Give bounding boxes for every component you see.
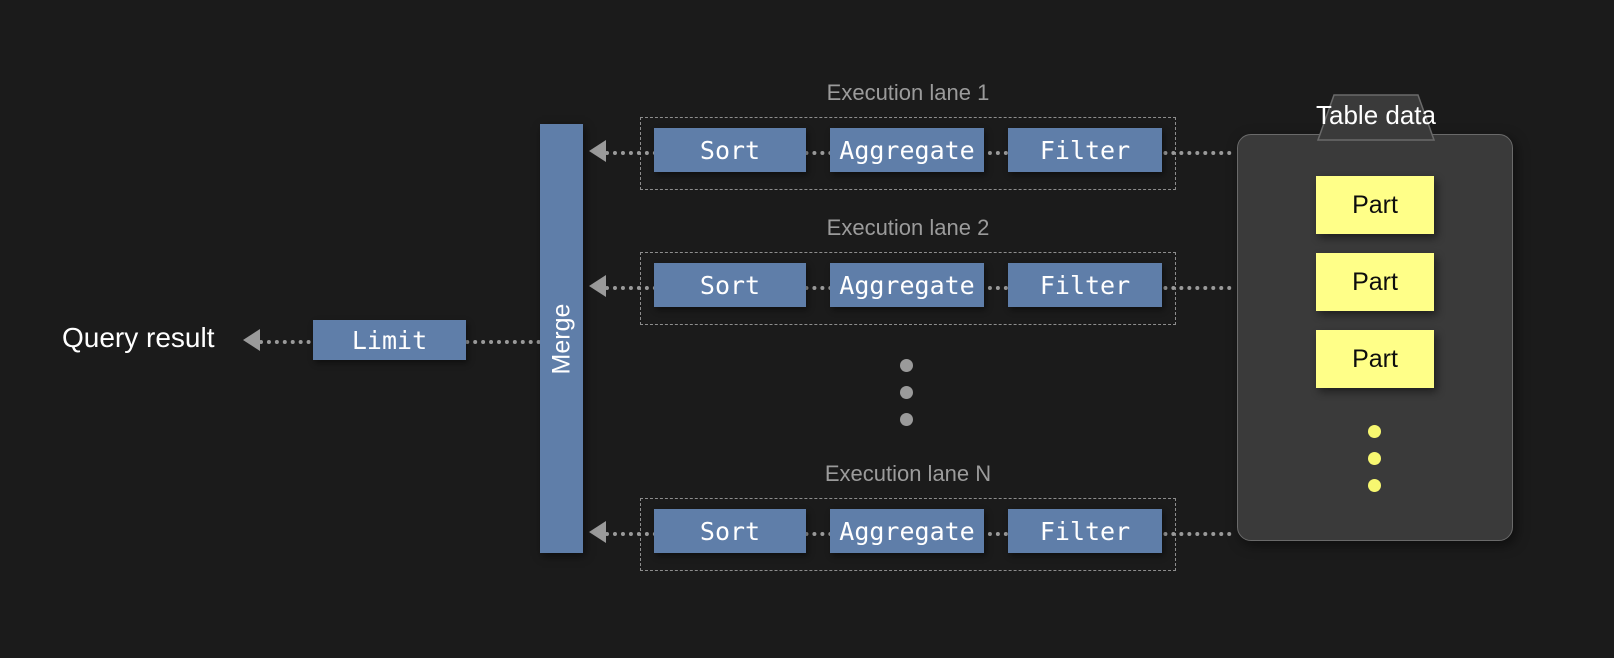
part-box-3-label: Part bbox=[1352, 344, 1398, 373]
node-lane-2-filter[interactable]: Filter bbox=[1008, 263, 1162, 307]
lane-ellipsis-dot-1 bbox=[900, 359, 913, 372]
lane-ellipsis-dot-3 bbox=[900, 413, 913, 426]
part-ellipsis-dot-2 bbox=[1368, 452, 1381, 465]
query-result-label: Query result bbox=[62, 322, 215, 353]
node-lane-n-sort[interactable]: Sort bbox=[654, 509, 806, 553]
node-limit-label: Limit bbox=[351, 325, 428, 355]
node-lane-n-filter[interactable]: Filter bbox=[1008, 509, 1162, 553]
node-merge[interactable]: Merge bbox=[540, 124, 583, 553]
node-lane-1-aggregate-label: Aggregate bbox=[839, 135, 975, 165]
lane-label-n: Execution lane N bbox=[824, 461, 992, 486]
node-lane-2-sort[interactable]: Sort bbox=[654, 263, 806, 307]
arrow-lane-n-to-merge-icon bbox=[589, 521, 606, 543]
part-box-1-label: Part bbox=[1352, 190, 1398, 219]
part-ellipsis-dot-1 bbox=[1368, 425, 1381, 438]
arrow-lane-1-to-merge-icon bbox=[589, 140, 606, 162]
node-limit[interactable]: Limit bbox=[313, 320, 466, 360]
part-box-2[interactable]: Part bbox=[1316, 253, 1434, 311]
node-lane-1-filter-label: Filter bbox=[1039, 135, 1131, 165]
node-lane-2-aggregate-label: Aggregate bbox=[839, 270, 975, 300]
arrow-lane-2-to-merge-icon bbox=[589, 275, 606, 297]
lane-label-1: Execution lane 1 bbox=[826, 80, 990, 105]
node-lane-n-aggregate[interactable]: Aggregate bbox=[830, 509, 984, 553]
table-data-tab-shape-icon bbox=[1316, 94, 1436, 141]
node-lane-n-sort-label: Sort bbox=[699, 516, 761, 546]
table-data-title: Table data bbox=[1316, 99, 1436, 130]
arrow-to-query-result-icon bbox=[243, 329, 260, 351]
node-lane-1-sort-label: Sort bbox=[699, 135, 761, 165]
node-lane-2-sort-label: Sort bbox=[699, 270, 761, 300]
table-data-tab: Table data bbox=[1294, 93, 1458, 141]
node-lane-2-aggregate[interactable]: Aggregate bbox=[830, 263, 984, 307]
part-box-3[interactable]: Part bbox=[1316, 330, 1434, 388]
lane-label-2: Execution lane 2 bbox=[826, 215, 990, 240]
node-lane-n-aggregate-label: Aggregate bbox=[839, 516, 975, 546]
node-lane-2-filter-label: Filter bbox=[1039, 270, 1131, 300]
node-lane-n-filter-label: Filter bbox=[1039, 516, 1131, 546]
lane-ellipsis-dot-2 bbox=[900, 386, 913, 399]
node-lane-1-filter[interactable]: Filter bbox=[1008, 128, 1162, 172]
part-box-2-label: Part bbox=[1352, 267, 1398, 296]
part-box-1[interactable]: Part bbox=[1316, 176, 1434, 234]
part-ellipsis-dot-3 bbox=[1368, 479, 1381, 492]
node-merge-label: Merge bbox=[547, 303, 575, 374]
node-lane-1-sort[interactable]: Sort bbox=[654, 128, 806, 172]
node-lane-1-aggregate[interactable]: Aggregate bbox=[830, 128, 984, 172]
